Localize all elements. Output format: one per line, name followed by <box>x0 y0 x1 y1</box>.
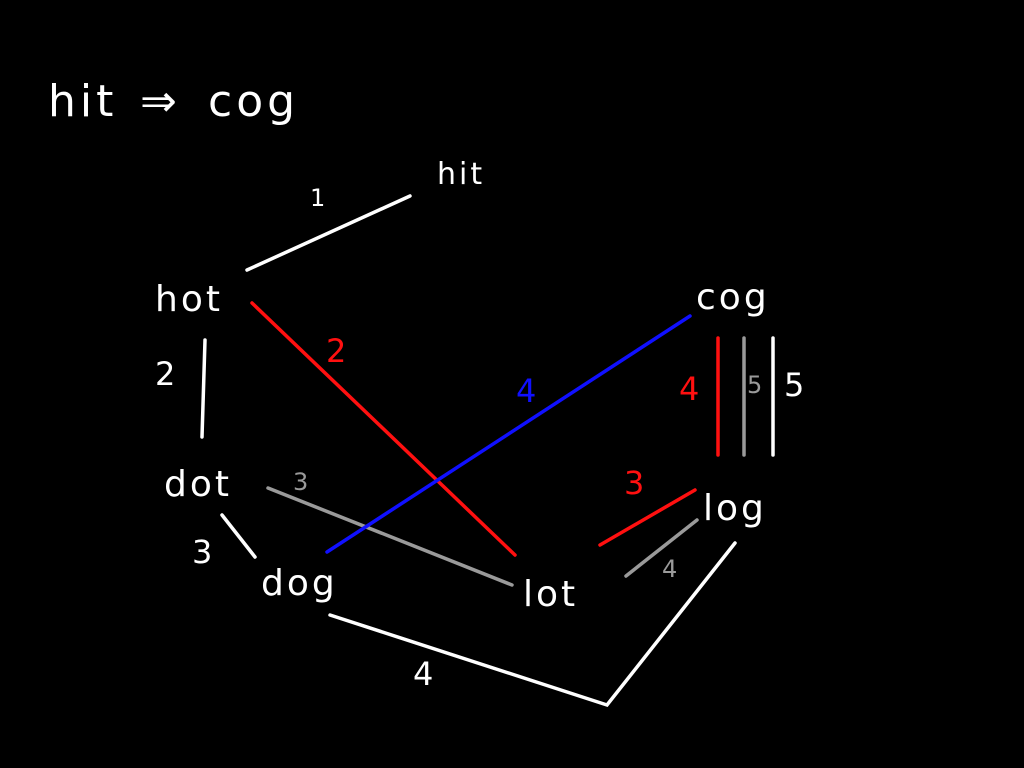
edge-weights: 1 2 2 3 3 4 3 4 4 5 5 4 <box>155 184 804 693</box>
weight-dog-log: 4 <box>413 655 433 693</box>
title-from: hit <box>48 76 117 127</box>
edge-dog-log <box>328 541 737 708</box>
edge-dot-dog <box>220 513 257 559</box>
weight-log-cog-white: 5 <box>784 366 804 404</box>
weight-hot-dot: 2 <box>155 355 175 393</box>
node-lot: lot <box>523 574 578 615</box>
node-dot: dot <box>164 464 232 505</box>
node-hot: hot <box>155 279 223 320</box>
edges <box>200 194 775 708</box>
node-cog: cog <box>696 277 770 318</box>
weight-dot-lot: 3 <box>293 468 308 496</box>
edge-dot-lot <box>266 486 514 587</box>
edge-hot-lot <box>250 301 517 557</box>
weight-lot-log-gray: 4 <box>662 555 677 583</box>
node-log: log <box>703 488 767 529</box>
edge-lot-log-red <box>598 488 697 547</box>
nodes: hit hot dot dog lot log cog <box>155 157 770 615</box>
node-dog: dog <box>261 563 338 604</box>
edge-dog-cog <box>325 314 692 554</box>
node-hit: hit <box>437 157 485 192</box>
weight-dog-cog: 4 <box>516 372 536 410</box>
weight-dot-dog: 3 <box>192 533 212 571</box>
weight-lot-log-red: 3 <box>624 464 644 502</box>
title: hit ⇒ cog <box>48 76 299 127</box>
edge-hot-dot <box>200 338 207 439</box>
weight-log-cog-red: 4 <box>679 370 699 408</box>
weight-hot-lot: 2 <box>326 332 346 370</box>
weight-hit-hot: 1 <box>310 184 325 212</box>
edge-hit-hot <box>245 194 412 272</box>
title-to: cog <box>208 76 299 127</box>
edge-lot-log-gray <box>624 518 699 578</box>
title-arrow: ⇒ <box>140 76 181 127</box>
weight-log-cog-gray: 5 <box>747 371 762 399</box>
